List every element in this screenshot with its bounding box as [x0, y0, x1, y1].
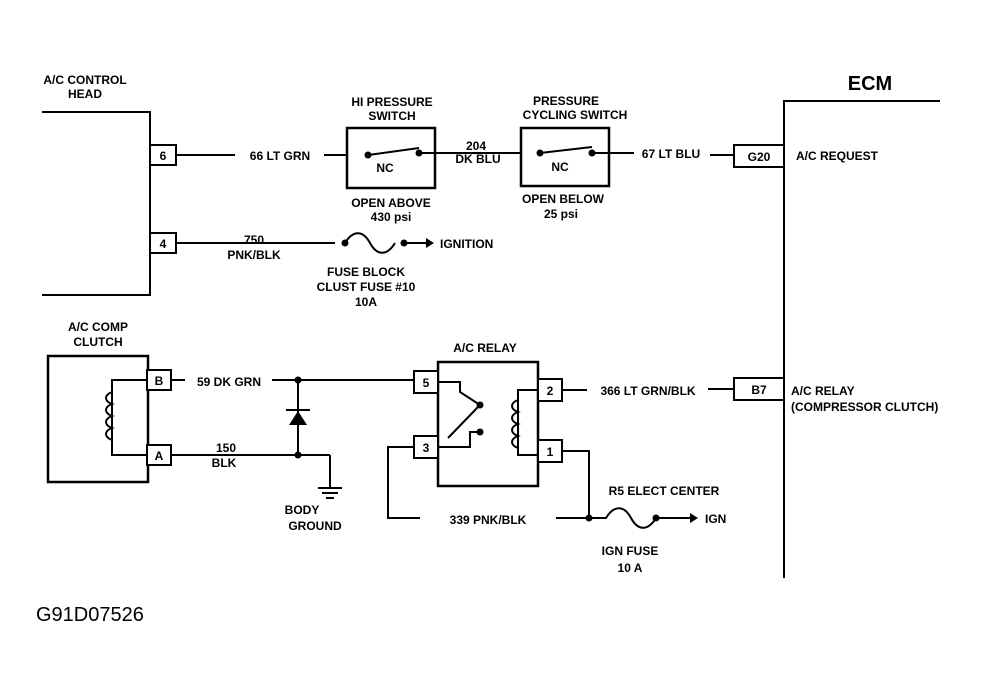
wire-339-label: 339 PNK/BLK [450, 513, 527, 527]
relay-pin-3-label: 3 [423, 441, 430, 455]
body-ground-icon [318, 455, 342, 499]
relay-title: A/C RELAY [453, 341, 517, 355]
ecm-pin-g20 [733, 144, 785, 168]
ac-comp-clutch: A/C COMP CLUTCH B A [46, 320, 172, 484]
comp-clutch-pin-b-label: B [155, 374, 164, 388]
ac-control-head: A/C CONTROL HEAD 6 4 [42, 73, 177, 296]
wire-67-label: 67 LT BLU [642, 147, 700, 161]
relay-contact-path [438, 381, 481, 406]
hi-pressure-switch-body [345, 126, 437, 190]
control-head-pin-6-label: 6 [160, 149, 167, 163]
wire-66-label: 66 LT GRN [250, 149, 310, 163]
relay-contact-upper [476, 401, 484, 409]
ign-fuse-label-1: IGN FUSE [602, 544, 659, 558]
relay-body [436, 360, 540, 488]
clutch-coil-leads [111, 379, 147, 456]
relay-coil-leads [517, 389, 538, 456]
relay-pin-5-label: 5 [423, 376, 430, 390]
hi-pressure-nc: NC [376, 161, 394, 175]
comp-clutch-title-2: CLUTCH [73, 335, 122, 349]
hi-pressure-blade [367, 147, 420, 156]
hi-pressure-switch: HI PRESSURE SWITCH NC OPEN ABOVE 430 psi [345, 95, 437, 224]
clutch-coil-icon [105, 391, 115, 441]
cycling-switch-title-1: PRESSURE [533, 94, 599, 108]
comp-clutch-pin-a-label: A [155, 449, 164, 463]
ecm-title: ECM [848, 73, 892, 95]
cycling-blade [539, 146, 593, 154]
wire-339-right [556, 450, 590, 519]
wire-366-label: 366 LT GRN/BLK [600, 384, 695, 398]
wire-150-label-1: 150 [216, 441, 236, 455]
ecm-pin-b7-label: B7 [751, 383, 767, 397]
ecm: ECM G20 A/C REQUEST B7 A/C RELAY (COMPRE… [733, 73, 940, 578]
ign-fuse-label-2: 10 A [618, 561, 643, 575]
ecm-ac-relay-label-2: (COMPRESSOR CLUTCH) [791, 400, 938, 414]
cycling-nc: NC [551, 160, 569, 174]
elect-center-label: R5 ELECT CENTER [609, 484, 720, 498]
hi-pressure-note-1: OPEN ABOVE [351, 196, 431, 210]
control-head-pin-4-label: 4 [160, 237, 167, 251]
comp-clutch-title-1: A/C COMP [68, 320, 128, 334]
relay-blade [447, 406, 479, 439]
hi-pressure-note-2: 430 psi [371, 210, 412, 224]
relay-coil-icon [511, 399, 521, 449]
ecm-pin-g20-label: G20 [748, 150, 771, 164]
hi-pressure-title-1: HI PRESSURE [351, 95, 432, 109]
cycling-switch-body [519, 126, 611, 188]
fuse-block-label-2: CLUST FUSE #10 [317, 280, 416, 294]
figure-code: G91D07526 [36, 604, 144, 626]
clamping-diode [286, 380, 310, 455]
ignition-label: IGNITION [440, 237, 493, 251]
wire-339-left [387, 446, 420, 519]
wire-750-label-1: 750 [244, 233, 264, 247]
fuse-block-label-3: 10A [355, 295, 377, 309]
wire-150-label-2: BLK [212, 456, 237, 470]
ecm-ac-request-label: A/C REQUEST [796, 149, 879, 163]
ignition-arrow-icon [426, 238, 434, 248]
fuse-block-label-1: FUSE BLOCK [327, 265, 405, 279]
cycling-switch-title-2: CYCLING SWITCH [523, 108, 628, 122]
ground-label-2: GROUND [288, 519, 342, 533]
clust-fuse [341, 232, 408, 254]
control-head-title-2: HEAD [68, 87, 102, 101]
ign-fuse [589, 507, 660, 529]
relay-pin-1-label: 1 [547, 445, 554, 459]
ign-arrow-icon [690, 513, 698, 523]
wire-150-junction [294, 451, 302, 459]
ground-label-1: BODY [285, 503, 320, 517]
comp-clutch-body [46, 354, 150, 484]
ign-label: IGN [705, 512, 726, 526]
relay-pin-2-label: 2 [547, 384, 554, 398]
wire-204-label-2: DK BLU [455, 152, 500, 166]
relay-input-path [438, 431, 480, 448]
cycling-note-1: OPEN BELOW [522, 192, 605, 206]
cycling-note-2: 25 psi [544, 207, 578, 221]
wire-204-label-1: 204 [466, 139, 486, 153]
hi-pressure-title-2: SWITCH [368, 109, 415, 123]
wire-750-label-2: PNK/BLK [227, 248, 281, 262]
control-head-title-1: A/C CONTROL [43, 73, 126, 87]
ecm-ac-relay-label-1: A/C RELAY [791, 384, 855, 398]
ac-relay: A/C RELAY 5 3 2 1 [413, 341, 563, 488]
pressure-cycling-switch: PRESSURE CYCLING SWITCH NC OPEN BELOW 25… [519, 94, 628, 221]
wire-59-label: 59 DK GRN [197, 375, 261, 389]
